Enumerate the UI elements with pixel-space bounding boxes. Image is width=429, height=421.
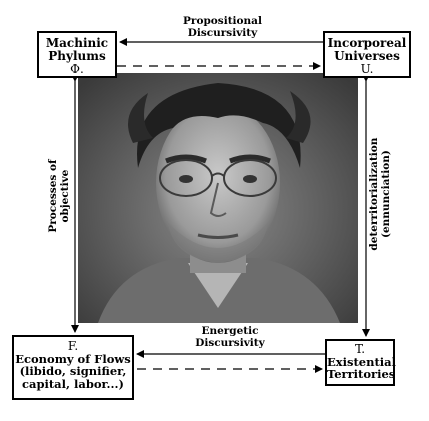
node-u-line1: Incorporeal	[327, 36, 407, 50]
edge-top-line1: Propositional	[183, 15, 262, 27]
node-machinic-phylums: Machinic Phylums Φ.	[37, 31, 117, 78]
edge-top-line2: Discursivity	[187, 26, 258, 39]
edge-label-processes: Processes of objective	[47, 131, 71, 261]
edge-label-propositional: Propositional Discursivity	[165, 15, 280, 39]
node-f-line2: (libido, signifier,	[19, 364, 127, 379]
node-u-line2: Universes	[334, 48, 400, 63]
edge-left-line1: Processes of	[46, 159, 59, 233]
node-f-line1: Economy of Flows	[15, 351, 131, 366]
edge-bottom-line2: Discursivity	[195, 336, 265, 349]
edge-right-line2: (ennunciation)	[380, 150, 392, 238]
edge-bottom-line1: Energetic	[201, 325, 259, 337]
portrait-photo	[78, 73, 358, 323]
edge-label-energetic: Energetic Discursivity	[180, 325, 280, 349]
edge-left-line2: objective	[59, 169, 71, 223]
edge-right-line1: deterritorialization	[367, 137, 380, 251]
node-u-symbol: U.	[360, 61, 374, 76]
node-incorporeal-universes: Incorporeal Universes U.	[323, 31, 411, 78]
node-t-line2: Territories	[327, 367, 396, 382]
node-phi-symbol: Φ.	[70, 61, 84, 76]
node-phi-line1: Machinic	[45, 36, 109, 50]
node-existential-territories: T. Existential Territories	[325, 339, 396, 386]
node-f-line3: capital, labor...)	[22, 376, 124, 391]
node-economy-of-flows: F. Economy of Flows (libido, signifier, …	[12, 335, 134, 400]
node-f-symbol: F.	[67, 339, 79, 353]
edge-label-deterritorialization: deterritorialization (ennunciation)	[368, 129, 392, 259]
node-t-line1: Existential	[327, 354, 396, 369]
node-t-symbol: T.	[354, 342, 366, 356]
node-phi-line2: Phylums	[48, 48, 106, 63]
